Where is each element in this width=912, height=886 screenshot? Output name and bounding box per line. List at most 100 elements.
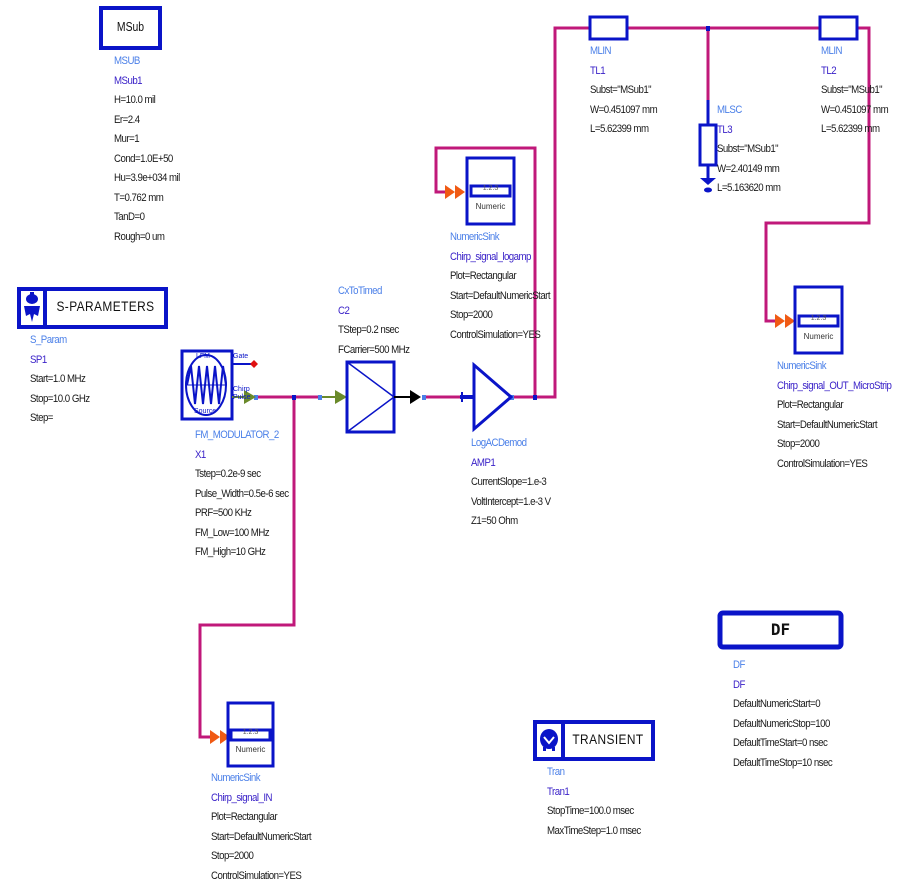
numeric-input-arrow-icon [775,314,795,328]
param: Hu=3.9e+034 mil [114,172,180,184]
component-type: FM_MODULATOR_2 [195,429,279,441]
param: Stop=10.0 GHz [30,392,90,405]
numeric-sink-in[interactable] [210,701,275,768]
param: VoltIntercept=1.e-3 V [471,495,551,508]
sparam-controller[interactable] [17,287,168,329]
transient-controller[interactable] [533,720,655,761]
sink-out-display: 1.2.3 [810,315,827,322]
component-instance: C2 [338,304,350,317]
param: W=0.451097 mm [590,103,658,116]
df-labels: DF DF DefaultNumericStart=0 DefaultNumer… [733,656,833,773]
component-type: S_Param [30,334,67,346]
tl3-labels: MLSC TL3 Subst="MSub1" W=2.40149 mm L=5.… [717,101,781,199]
param: Plot=Rectangular [211,811,278,823]
component-instance: TL3 [717,123,733,136]
param: Subst="MSub1" [590,84,652,96]
param: Mur=1 [114,133,140,145]
param: StopTime=100.0 msec [547,805,634,817]
log-demod-amplifier[interactable] [460,361,514,433]
sparam-controller-icon [24,292,40,322]
tl3-short-stub[interactable] [698,100,718,193]
param: FCarrier=500 MHz [338,343,410,356]
sparam-labels: S_Param SP1 Start=1.0 MHz Stop=10.0 GHz … [30,331,90,429]
wire-node [292,395,296,400]
wire-node [706,26,710,31]
df-controller[interactable] [717,610,844,650]
sink-in-display: 1.2.3 [242,729,259,736]
param: Subst="MSub1" [821,84,883,96]
wire-node [254,395,258,400]
component-instance: Chirp_signal_logamp [450,250,531,263]
component-type: MLIN [821,45,843,57]
sink-out-caption: Numeric [803,332,834,341]
transient-controller-icon [540,729,558,751]
wire-demod-to-sink-logamp[interactable] [434,146,537,397]
param: Er=2.4 [114,113,140,126]
tl2-microstrip[interactable] [818,15,859,41]
wire-node [533,395,537,400]
param: Rough=0 um [114,230,165,243]
component-instance: DF [733,678,745,691]
wire-fm-to-sink-in[interactable] [198,397,296,739]
numeric-sink-out[interactable] [775,285,844,355]
transient-labels: Tran Tran1 StopTime=100.0 msec MaxTimeSt… [547,763,641,841]
cx-output-port-icon [410,390,421,404]
wire-node [422,395,426,400]
param: MaxTimeStep=1.0 msec [547,824,641,837]
sparam-box-label: S-PARAMETERS [56,298,155,314]
param: W=0.451097 mm [821,103,889,116]
tl2-labels: MLIN TL2 Subst="MSub1" W=0.451097 mm L=5… [821,42,889,140]
component-instance: MSub1 [114,74,143,87]
param: W=2.40149 mm [717,162,780,175]
param: DefaultNumericStart=0 [733,698,821,710]
component-type: NumericSink [777,360,827,372]
msub-component[interactable] [99,6,162,50]
numeric-input-arrow-icon [210,730,230,744]
param: Tstep=0.2e-9 sec [195,468,261,480]
param: Start=DefaultNumericStart [211,830,312,843]
param: Start=DefaultNumericStart [777,418,878,431]
param: DefaultNumericStop=100 [733,717,830,730]
param: L=5.62399 mm [590,123,649,135]
component-type: DF [733,659,745,671]
param: Plot=Rectangular [450,270,517,282]
param: Start=DefaultNumericStart [450,289,551,302]
tl1-labels: MLIN TL1 Subst="MSub1" W=0.451097 mm L=5… [590,42,658,140]
sink-logamp-caption: Numeric [475,202,506,211]
wire-tl2-to-sink-out[interactable] [764,26,871,323]
msub-box-label: MSub [116,19,145,34]
fm-source-symbol-bottom: Source [194,408,217,415]
component-instance: SP1 [30,353,47,366]
param: Z1=50 Ohm [471,515,518,527]
param: Stop=2000 [777,438,820,450]
chirp-waveform-icon [186,365,227,405]
param: FM_High=10 GHz [195,546,266,558]
component-type: CxToTimed [338,285,382,297]
fm-source[interactable] [180,349,258,421]
param: TanD=0 [114,211,145,223]
gate-port-icon[interactable] [250,360,258,368]
param: Stop=2000 [450,309,493,321]
log-demod-labels: LogACDemod AMP1 CurrentSlope=1.e-3 VoltI… [471,434,551,532]
msub-labels: MSUB MSub1 H=10.0 mil Er=2.4 Mur=1 Cond=… [114,52,180,247]
param: L=5.62399 mm [821,123,880,135]
component-type: MLSC [717,104,742,116]
ground-icon [700,178,716,193]
param: H=10.0 mil [114,94,156,106]
fm-source-labels: FM_MODULATOR_2 X1 Tstep=0.2e-9 sec Pulse… [195,426,289,563]
chirp-output-port-icon[interactable] [244,390,256,404]
numeric-sink-logamp[interactable] [445,156,516,226]
component-type: NumericSink [450,231,500,243]
param: Cond=1.0E+50 [114,152,173,165]
component-type: LogACDemod [471,437,527,449]
param: DefaultTimeStart=0 nsec [733,737,828,749]
param: Step= [30,412,53,424]
param: TStep=0.2 nsec [338,324,399,336]
tl1-microstrip[interactable] [588,15,629,41]
component-type: Tran [547,766,565,778]
cx-to-timed-component[interactable] [322,360,421,434]
df-box-label: DF [770,620,791,639]
cx-to-timed-labels: CxToTimed C2 TStep=0.2 nsec FCarrier=500… [338,282,410,360]
wire-node [318,395,322,400]
